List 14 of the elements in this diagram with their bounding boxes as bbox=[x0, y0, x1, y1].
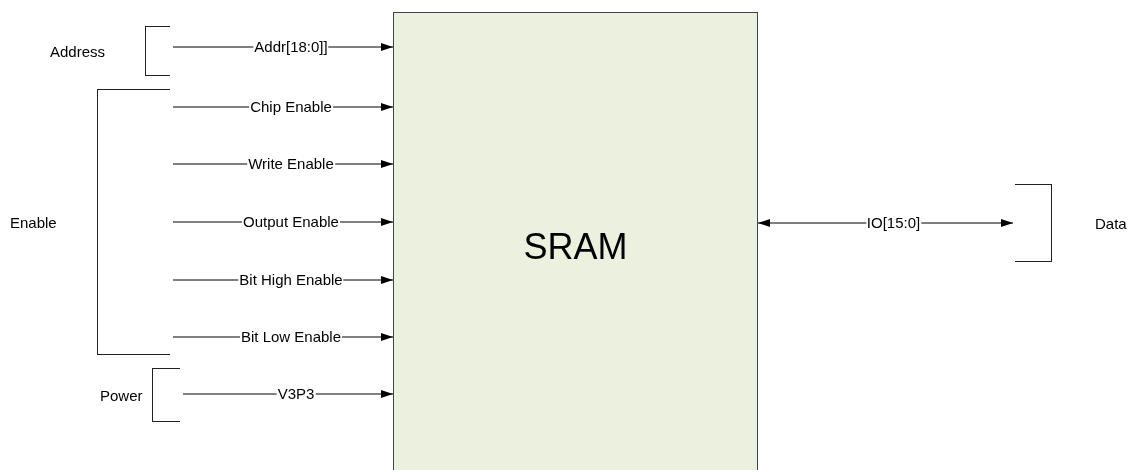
edge-label: Addr[18:0]] bbox=[253, 38, 329, 56]
edge-label: Chip Enable bbox=[249, 98, 333, 116]
edge-label: IO[15:0] bbox=[865, 214, 922, 232]
group-label: Enable bbox=[10, 213, 57, 231]
signal-bracket bbox=[50, 26, 170, 76]
signal-bracket bbox=[100, 368, 180, 422]
group-label: Data bbox=[1095, 214, 1127, 232]
sram-block bbox=[393, 12, 758, 470]
group-label: Power bbox=[100, 386, 143, 404]
block-title: SRAM bbox=[523, 226, 628, 268]
signal-bracket bbox=[10, 89, 170, 355]
edge-label: Output Enable bbox=[242, 213, 340, 231]
edge-label: Bit High Enable bbox=[238, 271, 344, 289]
group-label: Address bbox=[50, 42, 106, 60]
